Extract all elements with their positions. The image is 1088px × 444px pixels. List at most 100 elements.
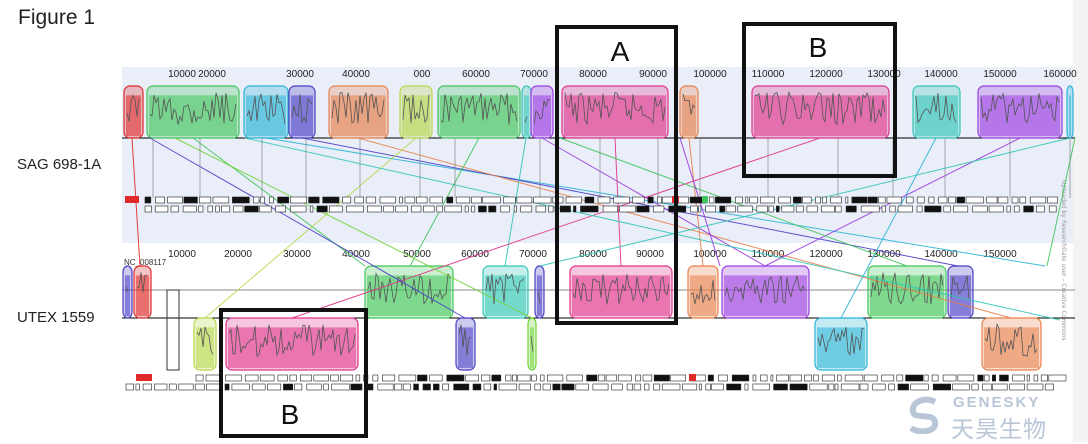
feature-track-top-2: [535, 205, 546, 213]
lcb-bottom-down-1-profile: [228, 324, 356, 358]
ruler-bottom-label: 140000: [924, 249, 958, 260]
feature-track-bottom-2: [971, 383, 979, 391]
feature-track-bottom-1: [517, 374, 531, 382]
feature-track-bottom-2: [611, 383, 623, 391]
ruler-top-label: 30000: [286, 69, 314, 80]
feature-track-top-1: [289, 196, 307, 204]
feature-track-bottom-1: [464, 374, 480, 382]
feature-track-bottom-2: [952, 383, 970, 391]
lcb-top-2-fill: [246, 95, 286, 136]
feature-track-bottom-2: [834, 383, 839, 391]
ruler-top-label: 70000: [520, 69, 548, 80]
feature-track-top-2: [776, 205, 780, 213]
feature-track-top-1: [916, 196, 925, 204]
feature-track-bottom-2: [483, 383, 492, 391]
feature-track-bottom-2: [323, 383, 329, 391]
feature-track-bottom-2: [206, 383, 221, 391]
feature-red-bottom: [136, 374, 152, 381]
feature-track-bottom-2: [135, 383, 140, 391]
feature-track-top-1: [851, 196, 868, 204]
feature-track-top-2: [619, 205, 636, 213]
feature-track-bottom-1: [1012, 374, 1025, 382]
feature-track-bottom-1: [531, 374, 537, 382]
feature-track-top-2: [924, 205, 942, 213]
feature-track-bottom-1: [398, 374, 417, 382]
ruler-top-label: 150000: [983, 69, 1017, 80]
feature-green-top: [702, 196, 708, 203]
feature-track-bottom-1: [289, 374, 297, 382]
watermark-cn: 天昊生物: [951, 417, 1047, 443]
feature-track-bottom-2: [626, 383, 633, 391]
feature-track-bottom-1: [195, 374, 204, 382]
lcb-bottom-down-0-fill: [196, 327, 214, 368]
feature-track-top-1: [815, 196, 821, 204]
feature-track-top-2: [478, 205, 487, 213]
feature-track-top-1: [565, 196, 582, 204]
lcb-top-7-profile: [524, 116, 528, 123]
genesky-logo-icon: [909, 396, 939, 434]
lcb-bottom-down-4-fill: [817, 327, 865, 368]
feature-track-bottom-1: [905, 374, 924, 382]
feature-track-top-1: [845, 196, 849, 204]
feature-track-bottom-1: [429, 374, 443, 382]
feature-track-top-2: [221, 205, 231, 213]
feature-track-top-1: [155, 196, 165, 204]
sequence-id: NC_008117: [124, 258, 167, 267]
feature-track-top-2: [215, 205, 220, 213]
feature-track-top-1: [956, 196, 965, 204]
feature-track-top-1: [167, 196, 183, 204]
feature-track-top-1: [253, 196, 260, 204]
feature-track-bottom-1: [300, 374, 312, 382]
feature-track-top-1: [354, 196, 364, 204]
feature-track-bottom-2: [661, 383, 681, 391]
feature-track-bottom-1: [844, 374, 864, 382]
feature-track-top-1: [503, 196, 516, 204]
feature-track-top-1: [277, 196, 290, 204]
feature-track-top-1: [404, 196, 416, 204]
lcb-top-0-fill: [126, 95, 141, 136]
callout-box-b-top: [742, 22, 897, 178]
feature-track-bottom-2: [992, 383, 1008, 391]
feature-track-bottom-1: [277, 374, 288, 382]
feature-track-bottom-1: [446, 374, 465, 382]
feature-track-bottom-2: [331, 383, 350, 391]
ruler-bottom-label: 40000: [342, 249, 370, 260]
feature-track-top-2: [916, 205, 923, 213]
feature-track-top-1: [212, 196, 230, 204]
lcb-connector-line: [244, 137, 1061, 321]
feature-track-bottom-1: [752, 374, 757, 382]
feature-track-bottom-2: [350, 383, 363, 391]
feature-track-bottom-1: [480, 374, 491, 382]
ruler-top-label: 90000: [639, 69, 667, 80]
feature-track-top-2: [233, 205, 244, 213]
genome-label-bottom: UTEX 1559: [17, 309, 95, 326]
feature-red-top: [125, 196, 139, 203]
feature-track-bottom-1: [923, 374, 929, 382]
feature-track-top-2: [988, 205, 1004, 213]
feature-track-top-1: [144, 196, 152, 204]
ruler-bottom-label: 50000: [403, 249, 431, 260]
ruler-bottom-label: 100000: [693, 249, 727, 260]
feature-track-bottom-1: [382, 374, 396, 382]
feature-track-bottom-2: [840, 383, 860, 391]
feature-track-top-2: [580, 205, 599, 213]
lcb-connector-line: [840, 137, 937, 319]
feature-track-bottom-1: [642, 374, 653, 382]
feature-track-bottom-2: [194, 383, 205, 391]
ruler-bottom-label: 20000: [224, 249, 252, 260]
feature-track-bottom-2: [888, 383, 895, 391]
feature-track-bottom-1: [804, 374, 812, 382]
feature-track-bottom-2: [251, 383, 266, 391]
feature-track-top-1: [986, 196, 998, 204]
lcb-bottom-down-2-profile: [458, 324, 472, 356]
lcb-bottom-up-7-profile: [724, 275, 806, 304]
lcb-bottom-down-5-fill: [984, 327, 1039, 368]
feature-track-top-1: [446, 196, 454, 204]
feature-track-top-1: [199, 196, 212, 204]
feature-track-bottom-1: [417, 374, 428, 382]
feature-track-top-1: [455, 196, 471, 204]
lcb-top-2-profile: [246, 93, 286, 124]
lcb-bottom-up-8-profile: [870, 272, 944, 305]
feature-track-bottom-1: [789, 374, 802, 382]
feature-track-top-2: [182, 205, 197, 213]
